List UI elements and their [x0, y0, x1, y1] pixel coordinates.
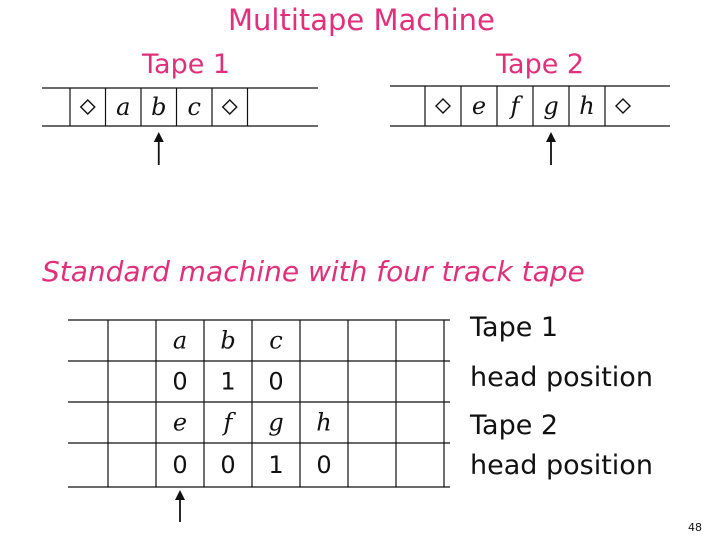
track-cell-symbol: f — [222, 409, 237, 437]
track-label-tape1: Tape 1 — [470, 312, 559, 343]
track-cell-symbol: c — [269, 327, 282, 355]
track-head-marker: 1 — [268, 451, 283, 479]
tape2-cell-symbol: h — [579, 92, 594, 120]
tape2-cell-symbol: g — [543, 92, 558, 120]
track-head-marker: 0 — [172, 451, 187, 479]
tape2-label: Tape 2 — [496, 49, 585, 80]
track-label-tape2: Tape 2 — [470, 410, 559, 441]
track-head-marker: 1 — [220, 368, 235, 396]
track-cell-symbol: h — [316, 409, 331, 437]
slide-title: Multitape Machine — [228, 3, 495, 37]
track-cell-symbol: g — [268, 409, 283, 437]
tape2-head-arrow-tip — [546, 132, 556, 142]
standard-machine-heading: Standard machine with four track tape — [42, 255, 585, 288]
track-cell-symbol: a — [173, 327, 187, 355]
page-number: 48 — [688, 521, 702, 534]
tape1-cell-symbol: a — [116, 93, 130, 121]
standard-head-arrow-tip — [175, 490, 185, 500]
tape1-head-arrow-tip — [153, 132, 164, 142]
tape2-cell-symbol: f — [509, 92, 524, 120]
track-head-marker: 0 — [172, 368, 187, 396]
tape2-cell-symbol: e — [472, 92, 486, 120]
track-head-marker: 0 — [220, 451, 235, 479]
tape1-blank-symbol — [221, 99, 238, 115]
tape2-blank-symbol — [615, 98, 631, 114]
track-label-head2: head position — [470, 450, 653, 481]
track-cell-symbol: e — [173, 409, 187, 437]
tape2-blank-symbol — [435, 98, 451, 114]
tape1-cell-symbol: c — [188, 93, 201, 121]
tape1-label: Tape 1 — [142, 49, 231, 80]
track-label-head1: head position — [470, 362, 653, 393]
track-head-marker: 0 — [268, 368, 283, 396]
track-cell-symbol: b — [220, 327, 235, 355]
tape1-blank-symbol — [79, 99, 96, 115]
track-head-marker: 0 — [316, 451, 331, 479]
tape1-cell-symbol: b — [151, 93, 166, 121]
